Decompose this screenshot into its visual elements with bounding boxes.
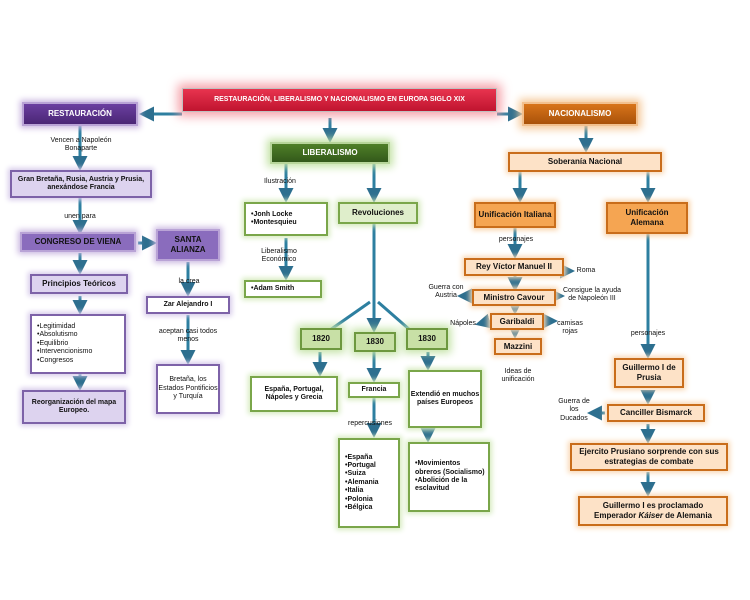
movimiento-item: •Abolición de la esclavitud [415,477,468,493]
principio-item: •Absolutismo [37,331,78,339]
principio-item: •Congresos [37,356,74,364]
pais-item: •Bélgica [345,503,373,511]
pais-item: •Portugal [345,462,376,470]
pensador-item: •Montesquieu [251,219,297,226]
principios-list: •Legitimidad•Absolutismo•Equilibrio•Inte… [30,314,126,374]
guerra-austria-label: Guerra con Austria [428,284,464,300]
potencias-box: Gran Bretaña, Rusia, Austria y Prusia, a… [10,170,152,198]
francia-box: Francia [348,382,400,398]
link-crea: la crea [178,278,200,285]
pensadores-box: •Jonh Locke•Montesquieu [244,202,328,236]
unificacion-alemana: Unificación Alemana [606,202,688,234]
pais-item: •España [345,453,373,461]
napoles-label: Nápoles [450,320,476,327]
link-personajes-alemania: personajes [630,330,666,337]
camisas-label: camisas rojas [557,320,583,336]
guillermo-box: Guillermo I de Prusia [614,358,684,388]
principio-item: •Equilibrio [37,339,69,347]
proclamado-box: Guillermo I es proclamado Emperador Káis… [578,496,728,526]
link-aceptan: aceptan casi todos menos [158,328,218,344]
reorganizacion-box: Reorganización del mapa Europeo. [22,390,126,424]
principio-item: •Intervencionismo [37,348,93,356]
pais-item: •Polonia [345,495,373,503]
pais-item: •Suiza [345,470,366,478]
zar-box: Zar Alejandro I [146,296,230,314]
potencias-text: Gran Bretaña, Rusia, Austria y Prusia, a… [17,175,145,191]
economista-box: •Adam Smith [244,280,322,298]
rey-box: Rey Víctor Manuel II [464,258,564,276]
restauracion-header: RESTAURACIÓN [22,102,138,126]
garibaldi-box: Garibaldi [490,313,544,330]
movimientos-box: •Movimientos obreros (Socialismo)•Abolic… [408,442,490,512]
principios-box: Principios Teóricos [30,274,128,294]
year-1830-a: 1830 [354,332,396,352]
nacionalismo-header: NACIONALISMO [522,102,638,126]
principio-item: •Legitimidad [37,323,76,331]
santa-alianza: SANTA ALIANZA [156,229,220,261]
link-vencen: Vencen a Napoleón Bonaparte [50,137,112,153]
ejercito-box: Ejercito Prusiano sorprende con sus estr… [570,443,728,471]
year-1820: 1820 [300,328,342,350]
pais-item: •Italia [345,487,364,495]
bismarck-box: Canciller Bismarck [607,404,705,422]
pais-item: •Alemania [345,478,379,486]
excepciones-box: Bretaña, los Estados Pontificios y Turqu… [156,364,220,414]
restauracion-header-label: RESTAURACIÓN [48,109,112,119]
link-personajes-italia: personajes [498,236,534,243]
proclamado-text: Guillermo I es proclamado Emperador Káis… [594,501,712,520]
congreso-viena: CONGRESO DE VIENA [20,232,136,252]
roma-label: Roma [576,267,596,274]
main-title-text: RESTAURACIÓN, LIBERALISMO Y NACIONALISMO… [214,95,465,103]
year-1830-b: 1830 [406,328,448,350]
link-repercusiones: repercusiones [348,420,392,427]
paises-1820-box: España, Portugal, Nápoles y Grecia [250,376,338,412]
mazzini-box: Mazzini [494,338,542,355]
unificacion-italiana: Unificación Italiana [474,202,556,228]
soberania-box: Soberanía Nacional [508,152,662,172]
movimiento-item: •Movimientos obreros (Socialismo) [415,460,485,476]
main-title: RESTAURACIÓN, LIBERALISMO Y NACIONALISMO… [182,88,497,112]
cavour-box: Ministro Cavour [472,289,556,306]
extendio-box: Extendió en muchos países Europeos [408,370,482,428]
liberalismo-header: LIBERALISMO [270,142,390,164]
consigue-label: Consigue la ayuda de Napoleón III [563,287,621,303]
link-unen: unen para [64,213,96,220]
link-economico: Liberalismo Económico [261,248,297,264]
link-ilustracion: Ilustración [264,178,296,185]
pensador-item: •Jonh Locke [251,210,293,218]
ideas-label: Ideas de unificación [501,368,535,384]
revoluciones-box: Revoluciones [338,202,418,224]
guerra-ducados-label: Guerra de los Ducados [558,398,590,422]
paises-1830-box: •España•Portugal•Suiza•Alemania•Italia•P… [338,438,400,528]
